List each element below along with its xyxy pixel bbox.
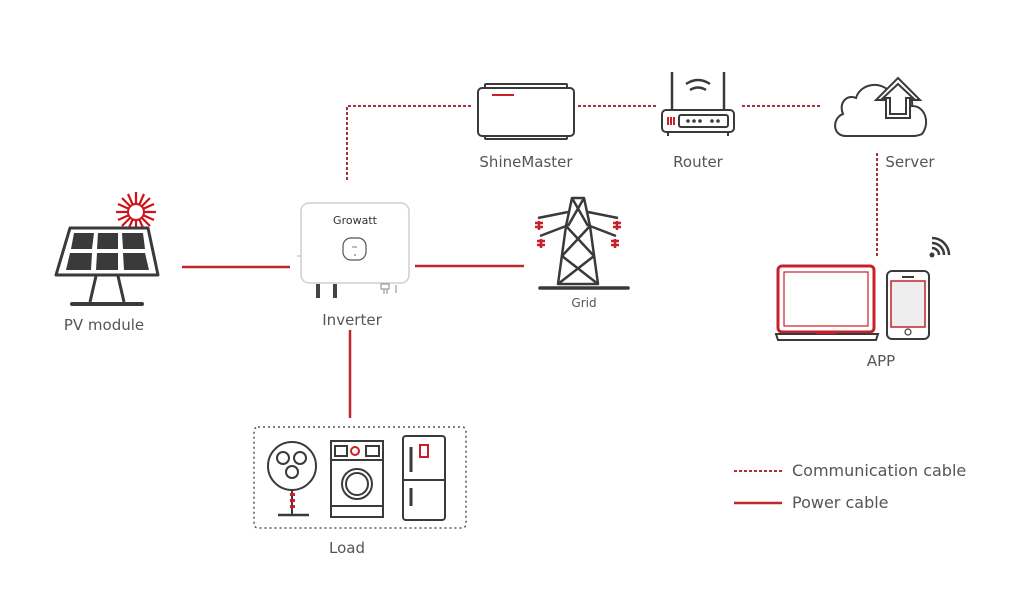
power-cables — [182, 264, 524, 418]
pv-module-icon — [54, 192, 160, 306]
washing-machine-icon — [330, 440, 384, 518]
legend — [734, 470, 782, 505]
laptop-icon — [774, 264, 880, 341]
legend-communication-label: Communication cable — [792, 461, 967, 480]
load-label: Load — [329, 539, 365, 557]
shinemaster-label: ShineMaster — [479, 153, 573, 171]
server-cloud-icon — [834, 76, 928, 137]
comm-cable-inverter-shinemaster — [346, 105, 473, 180]
wifi-signal-icon — [929, 236, 951, 258]
router-label: Router — [673, 153, 723, 171]
phone-icon — [886, 270, 930, 340]
inverter-icon: Growatt — [297, 202, 410, 298]
pv-module-label: PV module — [63, 316, 145, 334]
legend-power-label: Power cable — [792, 493, 889, 512]
server-label: Server — [885, 153, 935, 171]
inverter-label: Inverter — [322, 311, 382, 329]
grid-label: Grid — [571, 296, 597, 310]
grid-tower-icon — [535, 196, 630, 290]
inverter-brand: Growatt — [333, 214, 378, 227]
refrigerator-icon — [402, 435, 446, 521]
app-label: APP — [866, 352, 896, 370]
load-group — [253, 426, 467, 529]
sun-icon — [116, 192, 156, 232]
shinemaster-icon — [477, 83, 575, 140]
communication-cables — [346, 105, 878, 256]
router-icon — [661, 72, 735, 136]
fan-icon — [267, 441, 317, 517]
